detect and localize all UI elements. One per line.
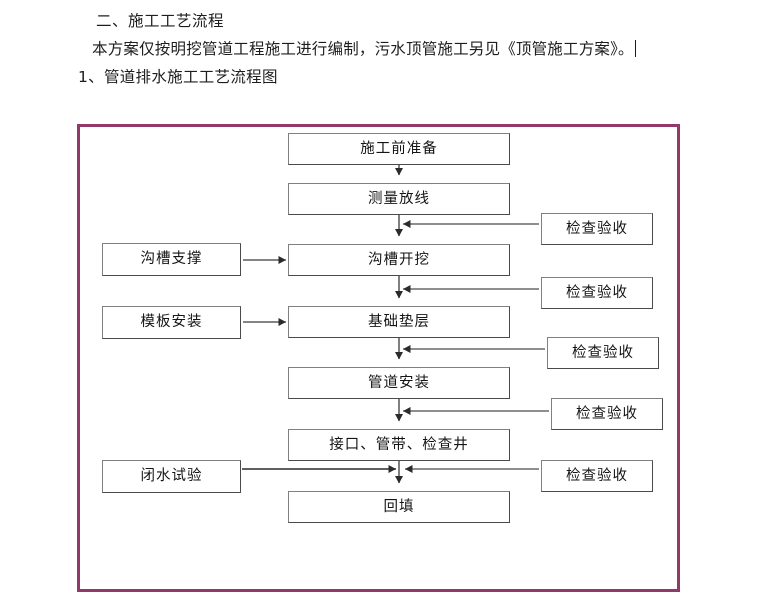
flow-node-闭水试验[interactable]: 闭水试验: [102, 460, 241, 493]
section-heading: 二、施工工艺流程: [96, 12, 225, 30]
flow-node-检查验收-5[interactable]: 检查验收: [541, 460, 653, 492]
subsection-heading: 1、管道排水施工工艺流程图: [78, 68, 278, 86]
flow-node-管道安装[interactable]: 管道安装: [288, 367, 510, 399]
flow-node-检查验收-4[interactable]: 检查验收: [551, 398, 663, 430]
flow-node-模板安装[interactable]: 模板安装: [102, 306, 241, 339]
flow-node-测量放线[interactable]: 测量放线: [288, 183, 510, 215]
flow-node-沟槽开挖[interactable]: 沟槽开挖: [288, 244, 510, 276]
flow-node-沟槽支撑[interactable]: 沟槽支撑: [102, 243, 241, 276]
flow-node-检查验收-1[interactable]: 检查验收: [541, 213, 653, 245]
flow-node-接口管带检查井[interactable]: 接口、管带、检查井: [288, 429, 510, 461]
flow-node-回填[interactable]: 回填: [288, 491, 510, 523]
body-paragraph: 本方案仅按明挖管道工程施工进行编制，污水顶管施工另见《顶管施工方案》。: [92, 36, 636, 63]
flow-node-基础垫层[interactable]: 基础垫层: [288, 306, 510, 338]
flow-node-检查验收-2[interactable]: 检查验收: [541, 277, 653, 309]
flow-node-检查验收-3[interactable]: 检查验收: [547, 337, 659, 369]
flow-node-施工前准备[interactable]: 施工前准备: [288, 133, 510, 165]
text-caret: [634, 40, 636, 57]
body-paragraph-text: 本方案仅按明挖管道工程施工进行编制，污水顶管施工另见《顶管施工方案》。: [92, 40, 634, 58]
